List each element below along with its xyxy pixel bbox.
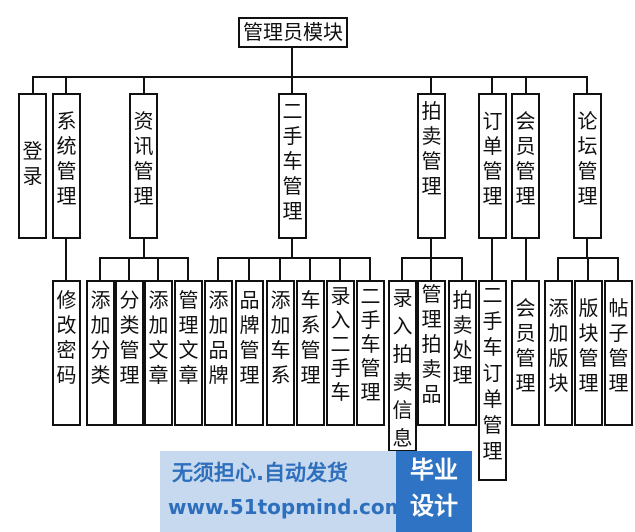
connector [491, 238, 493, 280]
module-car-label: 二手车管理 [282, 99, 303, 223]
leaf-label: 会员管理 [515, 296, 536, 395]
connector [128, 257, 130, 280]
connector [430, 238, 432, 258]
root-node: 管理员模块 [238, 17, 348, 48]
leaf-label: 录入拍卖信息 [392, 286, 413, 450]
leaf-node: 品牌管理 [235, 280, 264, 426]
leaf-node: 会员管理 [511, 280, 540, 426]
module-news-label: 资讯管理 [133, 109, 154, 208]
leaf-label: 添加文章 [148, 288, 169, 387]
leaf-node: 添加文章 [144, 280, 173, 426]
leaf-node: 录入二手车 [326, 280, 355, 426]
leaf-node: 修改密码 [52, 280, 81, 426]
leaf-node: 添加车系 [266, 280, 295, 426]
leaf-node: 二手车管理 [356, 280, 385, 426]
module-login-label: 登录 [22, 139, 43, 188]
connector [430, 257, 432, 280]
leaf-node: 二手车订单管理 [478, 280, 507, 481]
module-order-label: 订单管理 [482, 109, 503, 208]
module-auction-label: 拍卖管理 [421, 99, 442, 198]
leaf-label: 车系管理 [300, 288, 321, 387]
connector [617, 257, 619, 280]
module-login: 登录 [18, 93, 47, 239]
connector [217, 257, 370, 259]
leaf-node: 车系管理 [296, 280, 325, 426]
connector [291, 76, 293, 93]
leaf-node: 拍卖处理 [448, 280, 477, 426]
module-auction: 拍卖管理 [417, 93, 446, 239]
connector [157, 257, 159, 280]
connector [291, 47, 293, 77]
connector [491, 76, 493, 93]
connector [65, 76, 67, 93]
leaf-node: 版块管理 [574, 280, 603, 426]
leaf-label: 二手车管理 [360, 284, 381, 404]
connector [401, 257, 403, 280]
module-order: 订单管理 [478, 93, 507, 239]
module-member-label: 会员管理 [515, 109, 536, 208]
watermark-url: www.51topmind.com [168, 495, 406, 519]
watermark-badge-line1: 毕业 [410, 456, 458, 484]
leaf-label: 管理文章 [178, 288, 199, 387]
module-car: 二手车管理 [278, 93, 307, 239]
connector [309, 257, 311, 280]
connector [586, 238, 588, 258]
connector [430, 76, 432, 93]
connector [525, 76, 527, 93]
leaf-label: 帖子管理 [608, 296, 629, 395]
leaf-label: 品牌管理 [239, 288, 260, 387]
module-system: 系统管理 [52, 93, 81, 239]
connector [217, 257, 219, 280]
module-member: 会员管理 [511, 93, 540, 239]
leaf-node: 管理拍卖品 [417, 280, 446, 426]
connector [369, 257, 371, 280]
watermark-badge-line2: 设计 [410, 492, 458, 520]
leaf-node: 帖子管理 [604, 280, 633, 426]
leaf-label: 版块管理 [578, 296, 599, 395]
leaf-label: 拍卖处理 [452, 288, 473, 387]
connector [99, 257, 101, 280]
connector [461, 257, 463, 280]
leaf-label: 添加分类 [90, 288, 111, 387]
connector [143, 76, 145, 93]
connector [557, 257, 559, 280]
module-forum: 论坛管理 [573, 93, 602, 239]
leaf-label: 管理拍卖品 [421, 282, 442, 406]
module-system-label: 系统管理 [56, 109, 77, 208]
connector [32, 76, 34, 93]
leaf-label: 分类管理 [119, 288, 140, 387]
connector [291, 238, 293, 258]
connector [525, 238, 527, 280]
watermark-slogan: 无须担心.自动发货 [172, 461, 348, 485]
leaf-label: 添加品牌 [208, 288, 229, 387]
leaf-node: 添加品牌 [204, 280, 233, 426]
connector [99, 257, 188, 259]
connector [187, 257, 189, 280]
leaf-label: 添加车系 [270, 288, 291, 387]
connector [587, 257, 589, 280]
connector [279, 257, 281, 280]
connector [339, 257, 341, 280]
leaf-node: 分类管理 [115, 280, 144, 426]
leaf-label: 添加版块 [548, 296, 569, 395]
root-node-label: 管理员模块 [243, 20, 343, 44]
leaf-label: 修改密码 [56, 288, 77, 387]
watermark-banner: 无须担心.自动发货 www.51topmind.com 毕业 设计 [160, 451, 472, 532]
watermark-badge: 毕业 设计 [396, 451, 472, 532]
connector [586, 76, 588, 93]
leaf-node: 录入拍卖信息 [388, 280, 417, 452]
leaf-node: 添加版块 [544, 280, 573, 426]
connector [32, 76, 588, 78]
leaf-label: 录入二手车 [330, 284, 351, 404]
leaf-node: 添加分类 [86, 280, 115, 426]
connector [65, 238, 67, 280]
connector [143, 238, 145, 258]
leaf-label: 二手车订单管理 [482, 283, 503, 463]
connector [248, 257, 250, 280]
leaf-node: 管理文章 [174, 280, 203, 426]
module-news: 资讯管理 [129, 93, 158, 239]
module-forum-label: 论坛管理 [577, 109, 598, 208]
